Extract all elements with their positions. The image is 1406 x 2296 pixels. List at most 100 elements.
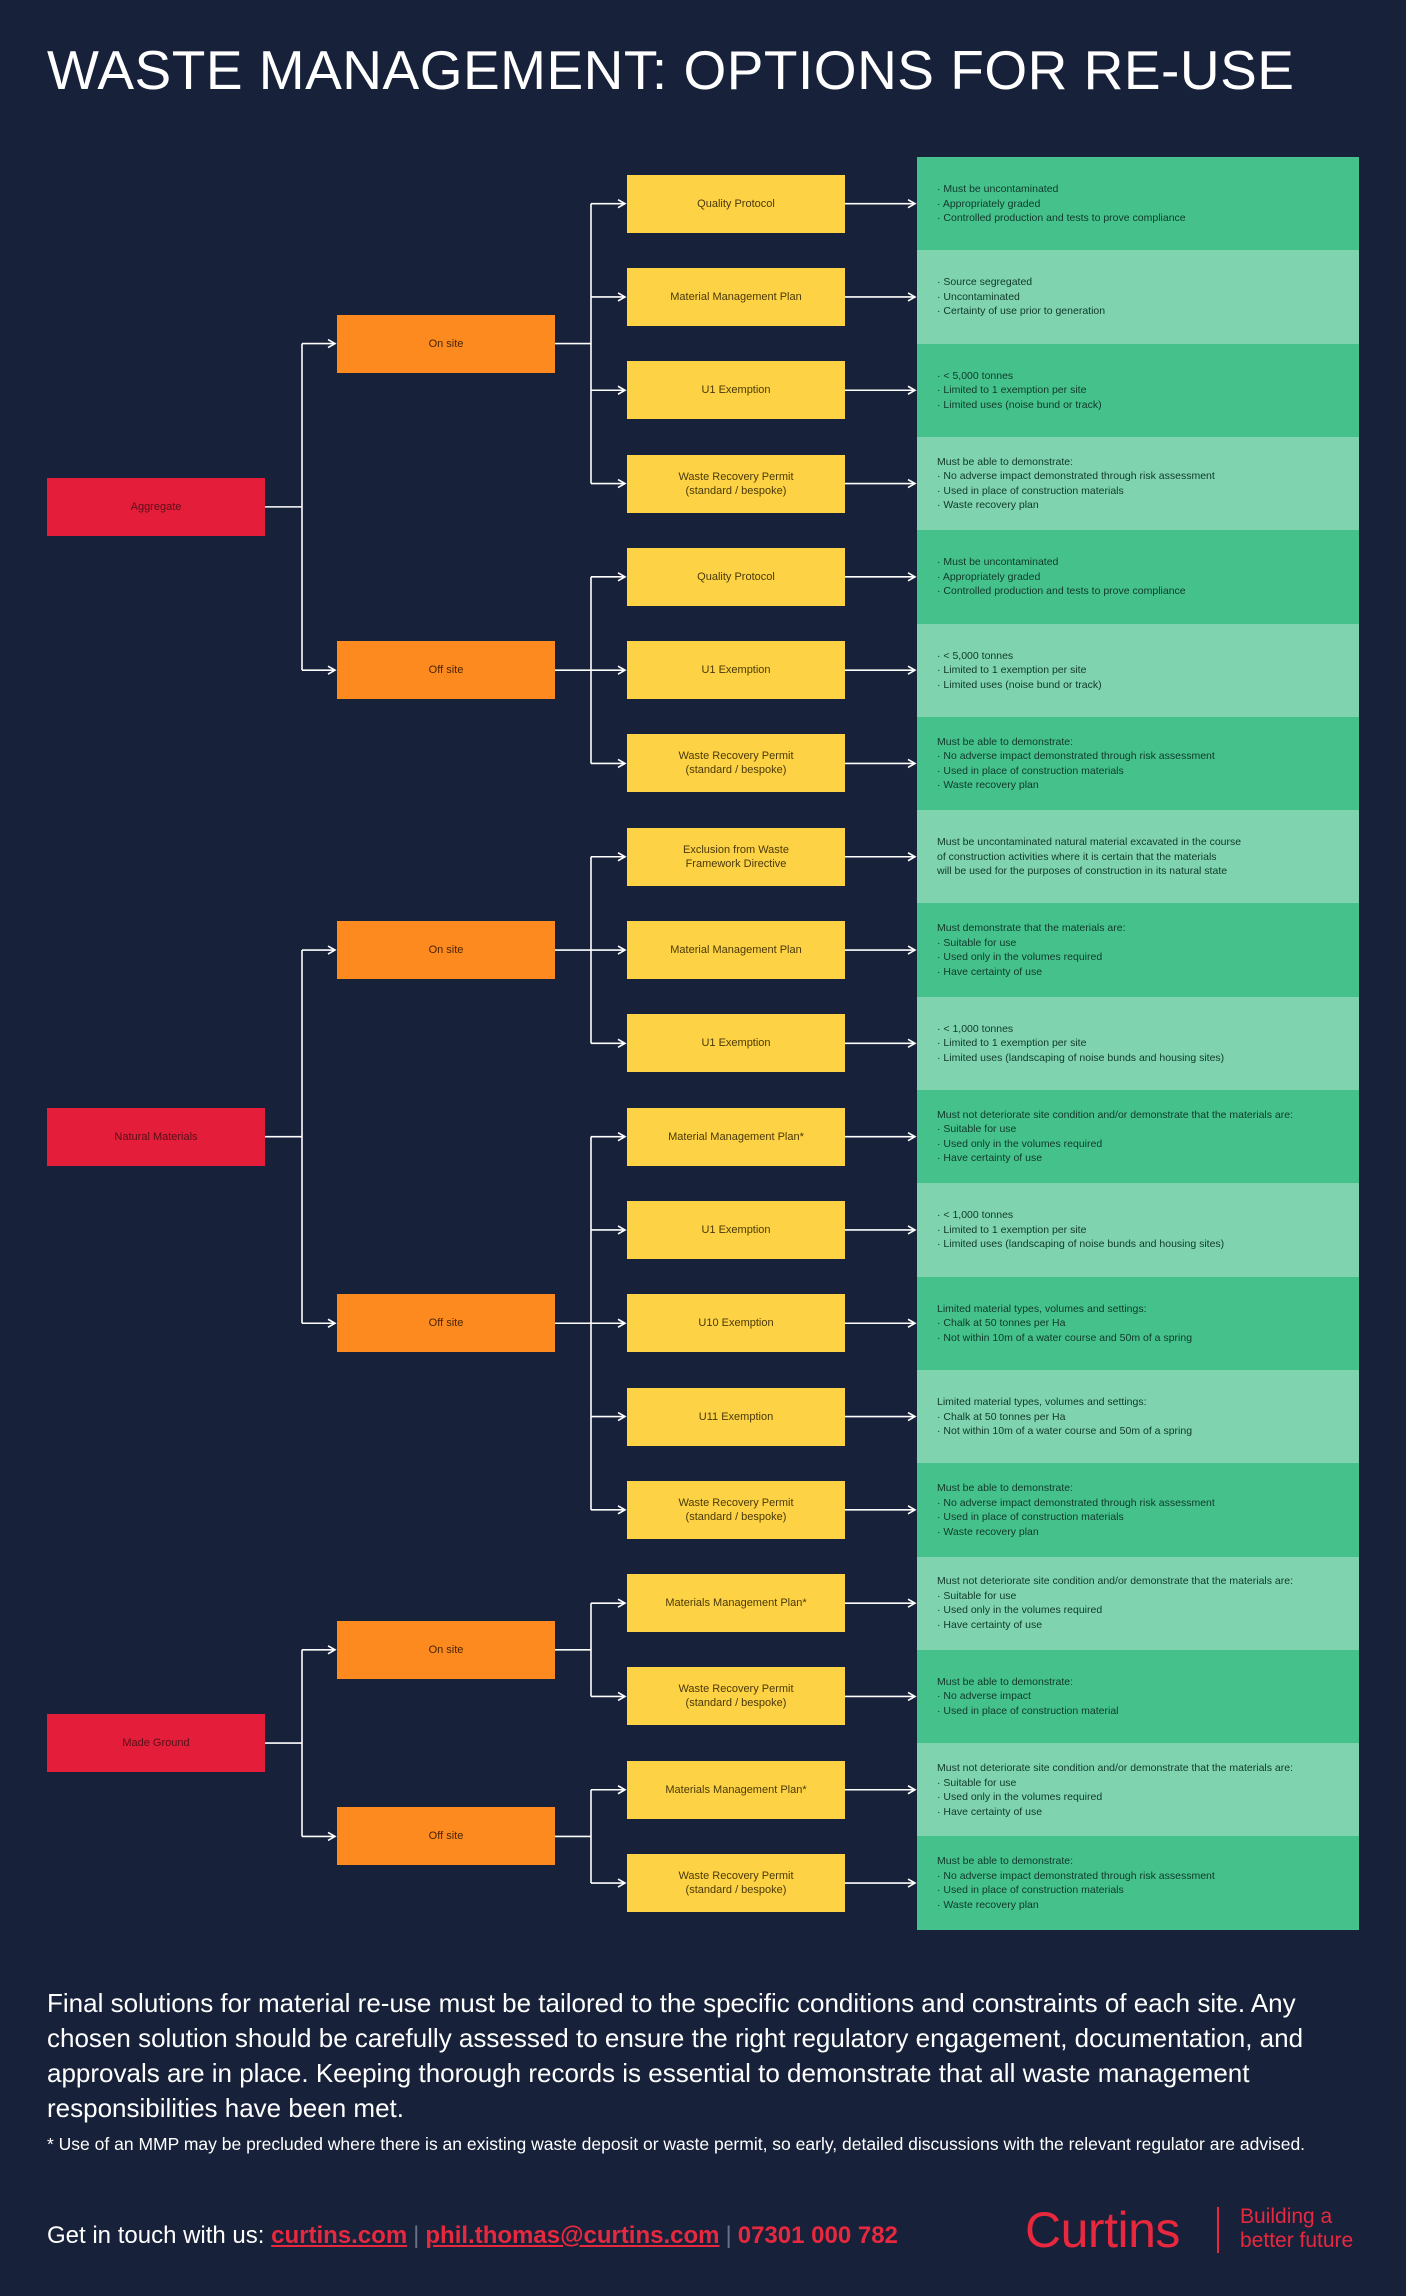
branch-box: Off site	[337, 1807, 555, 1866]
arrow-head	[907, 1505, 917, 1515]
arrow-head	[327, 945, 337, 955]
criteria-cell: Must be able to demonstrate: · No advers…	[917, 1463, 1359, 1558]
arrow-head	[617, 1505, 627, 1515]
option-box: Waste Recovery Permit (standard / bespok…	[627, 1667, 845, 1726]
option-box: U1 Exemption	[627, 641, 845, 700]
criteria-cell: Must demonstrate that the materials are:…	[917, 903, 1359, 998]
criteria-cell: Must be able to demonstrate: · No advers…	[917, 1649, 1359, 1744]
arrow-head	[907, 945, 917, 955]
arrow-head	[617, 478, 627, 489]
option-box: Waste Recovery Permit (standard / bespok…	[627, 1480, 845, 1539]
arrow-head	[907, 1131, 917, 1142]
criteria-cell: Must be able to demonstrate: · No advers…	[917, 1836, 1359, 1931]
arrow-head	[617, 198, 627, 209]
arrow-head	[617, 1785, 627, 1795]
arrow-head	[907, 665, 917, 675]
arrow-head	[907, 1411, 917, 1422]
option-box: U1 Exemption	[627, 361, 845, 420]
phone-number[interactable]: 07301 000 782	[737, 2222, 898, 2249]
criteria-cell: · < 5,000 tonnes · Limited to 1 exemptio…	[917, 623, 1359, 718]
arrow-head	[327, 1318, 337, 1328]
criteria-cell: Must be able to demonstrate: · No advers…	[917, 436, 1359, 531]
branch-box: On site	[337, 921, 555, 980]
arrow-head	[617, 292, 627, 302]
option-box: Material Management Plan*	[627, 1107, 845, 1166]
branch-box: Off site	[337, 641, 555, 700]
arrow-head	[907, 385, 917, 395]
criteria-cell: · < 5,000 tonnes · Limited to 1 exemptio…	[917, 343, 1359, 438]
criteria-cell: Must be able to demonstrate: · No advers…	[917, 716, 1359, 811]
criteria-cell: Must not deteriorate site condition and/…	[917, 1090, 1359, 1184]
criteria-cell: · Must be uncontaminated · Appropriately…	[917, 157, 1359, 251]
arrow-head	[617, 1411, 627, 1422]
decision-tree: · Must be uncontaminated · Appropriately…	[47, 157, 1359, 1931]
arrow-head	[327, 665, 337, 675]
arrow-head	[327, 338, 337, 349]
criteria-cell: Must be uncontaminated natural material …	[917, 810, 1359, 904]
option-box: Quality Protocol	[627, 174, 845, 233]
criteria-cell: Limited material types, volumes and sett…	[917, 1369, 1359, 1464]
criteria-cell: · < 1,000 tonnes · Limited to 1 exemptio…	[917, 1183, 1359, 1278]
arrow-head	[617, 1691, 627, 1702]
arrow-head	[907, 1318, 917, 1328]
arrow-head	[907, 572, 917, 582]
arrow-head	[327, 1645, 337, 1655]
arrow-head	[907, 198, 917, 209]
arrow-head	[617, 1318, 627, 1328]
criteria-cell: Must not deteriorate site condition and/…	[917, 1556, 1359, 1651]
branch-box: On site	[337, 314, 555, 373]
option-box: Material Management Plan	[627, 267, 845, 326]
arrow-head	[617, 852, 627, 862]
arrow-head	[617, 1225, 627, 1235]
arrow-head	[907, 1225, 917, 1235]
category-box: Made Ground	[47, 1714, 265, 1773]
category-box: Natural Materials	[47, 1107, 265, 1166]
branch-box: Off site	[337, 1294, 555, 1353]
website-link[interactable]: curtins.com	[271, 2222, 408, 2249]
option-box: Exclusion from Waste Framework Directive	[627, 827, 845, 886]
option-box: U11 Exemption	[627, 1387, 845, 1446]
criteria-cell: Must not deteriorate site condition and/…	[917, 1743, 1359, 1837]
email-link[interactable]: phil.thomas@curtins.com	[425, 2222, 720, 2249]
arrow-head	[907, 478, 917, 489]
arrow-head	[617, 1878, 627, 1888]
category-box: Aggregate	[47, 477, 265, 536]
arrow-head	[617, 1131, 627, 1142]
summary-text: Final solutions for material re-use must…	[47, 1988, 1304, 2123]
arrow-head	[907, 1038, 917, 1049]
arrow-head	[617, 665, 627, 675]
arrow-head	[907, 1878, 917, 1888]
footnote: * Use of an MMP may be precluded where t…	[47, 2134, 1306, 2154]
criteria-cell: · Source segregated · Uncontaminated · C…	[917, 250, 1359, 345]
arrow-head	[617, 945, 627, 955]
contact-prefix: Get in touch with us:	[47, 2222, 265, 2249]
option-box: U1 Exemption	[627, 1200, 845, 1259]
criteria-cell: · Must be uncontaminated · Appropriately…	[917, 530, 1359, 625]
arrow-head	[617, 572, 627, 582]
option-box: Waste Recovery Permit (standard / bespok…	[627, 734, 845, 793]
arrow-head	[907, 292, 917, 302]
brand-tagline: Building a better future	[1240, 2205, 1354, 2252]
connector-lines	[265, 198, 917, 1888]
option-box: Material Management Plan	[627, 921, 845, 980]
arrow-head	[617, 385, 627, 395]
option-box: U1 Exemption	[627, 1014, 845, 1073]
arrow-head	[327, 1831, 337, 1842]
brand-divider	[1217, 2207, 1219, 2253]
option-box: Waste Recovery Permit (standard / bespok…	[627, 454, 845, 513]
arrow-head	[907, 1785, 917, 1795]
branch-box: On site	[337, 1620, 555, 1679]
separator: |	[413, 2222, 420, 2249]
option-box: U10 Exemption	[627, 1294, 845, 1353]
arrow-head	[617, 1598, 627, 1608]
arrow-head	[907, 1691, 917, 1702]
page-title: WASTE MANAGEMENT: OPTIONS FOR RE-USE	[47, 39, 1295, 101]
option-box: Quality Protocol	[627, 547, 845, 606]
separator: |	[725, 2222, 732, 2249]
option-box: Waste Recovery Permit (standard / bespok…	[627, 1854, 845, 1913]
criteria-cell: · < 1,000 tonnes · Limited to 1 exemptio…	[917, 996, 1359, 1091]
arrow-head	[617, 1038, 627, 1049]
arrow-head	[907, 852, 917, 862]
arrow-head	[907, 1598, 917, 1608]
option-box: Materials Management Plan*	[627, 1760, 845, 1819]
